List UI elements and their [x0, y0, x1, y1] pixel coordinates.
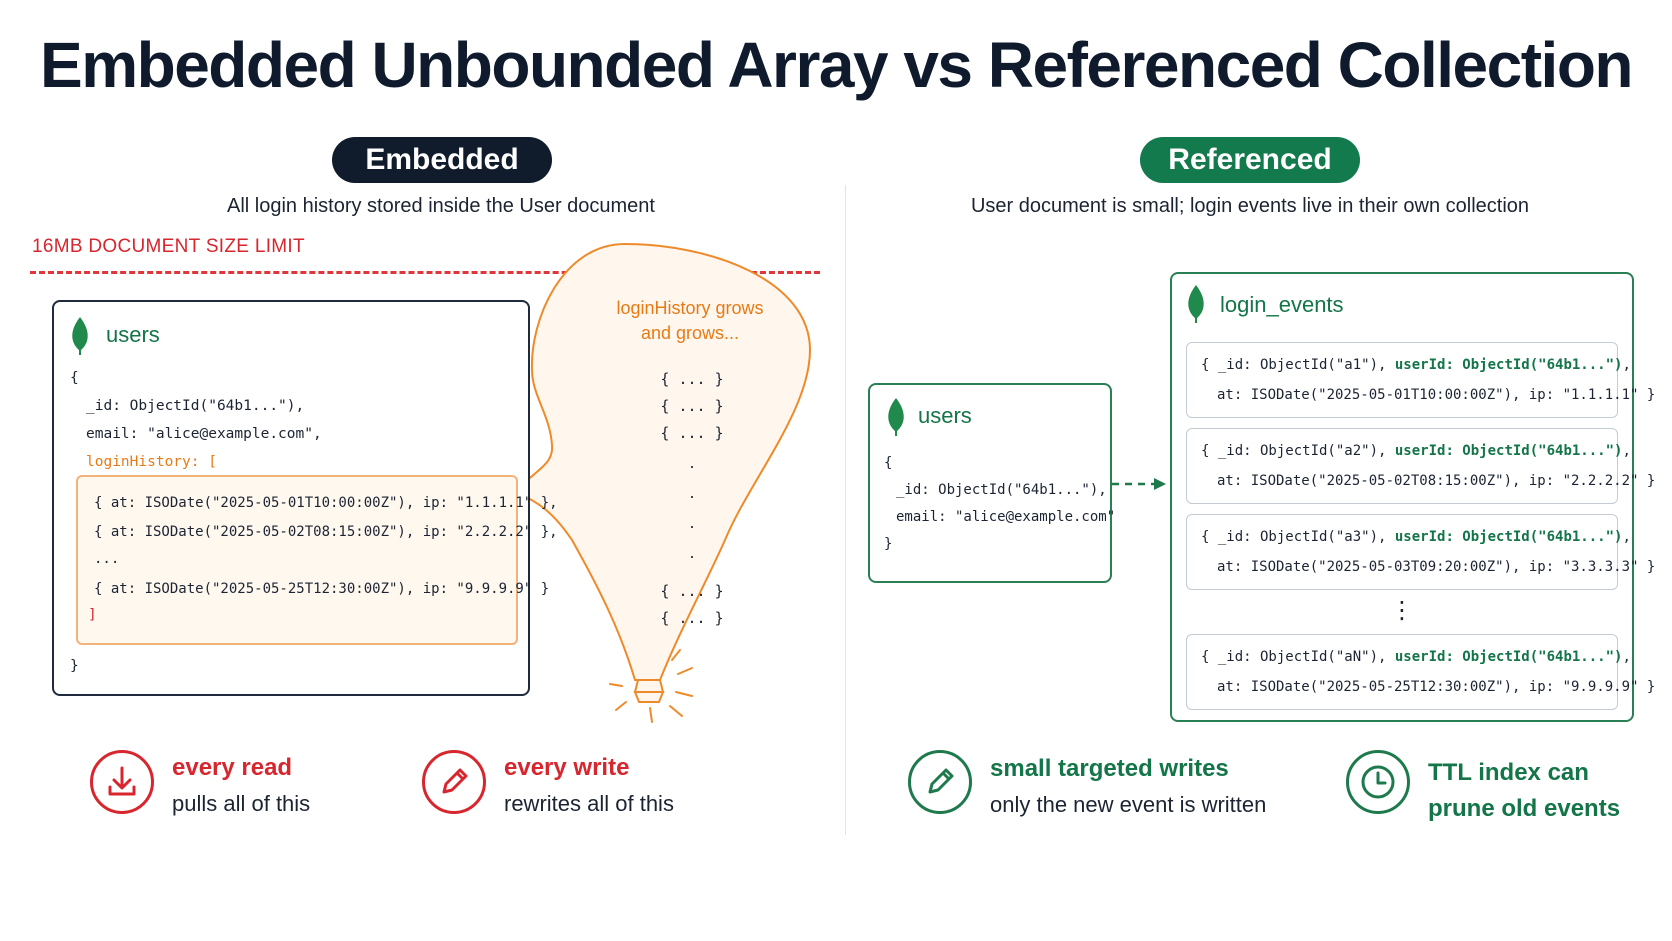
- mongodb-leaf-icon: [1188, 285, 1204, 323]
- referenced-users-panel: users { _id: ObjectId("64b1..."), email:…: [868, 383, 1116, 583]
- balloon-caption-line1: loginHistory grows: [616, 298, 764, 318]
- balloon-item: { ... }: [660, 582, 724, 600]
- array-item: { at: ISODate("2025-05-02T08:15:00Z"), i…: [94, 524, 558, 540]
- balloon-caption: loginHistory grows and grows...: [600, 296, 780, 346]
- every-read-title: every read: [172, 754, 293, 781]
- every-write-title: every write: [504, 754, 630, 781]
- pencil-icon: [422, 750, 486, 814]
- balloon-item: { ... }: [660, 609, 724, 627]
- event-line1: { _id: ObjectId("aN"), userId: ObjectId(…: [1201, 649, 1631, 665]
- login-history-array: { at: ISODate("2025-05-01T10:00:00Z"), i…: [76, 475, 558, 645]
- collection-name: users: [918, 403, 972, 428]
- burst-lines: [609, 649, 693, 723]
- login-events-panel: login_events { _id: ObjectId("a1"), user…: [1170, 272, 1655, 722]
- balloon-dot: .: [689, 542, 695, 562]
- balloon-item: { ... }: [660, 370, 724, 388]
- doc-id-field: _id: ObjectId("64b1..."),: [86, 398, 305, 414]
- array-item: { at: ISODate("2025-05-25T12:30:00Z"), i…: [94, 581, 550, 597]
- event-line2: at: ISODate("2025-05-01T10:00:00Z"), ip:…: [1217, 387, 1656, 403]
- balloon-knot: [633, 679, 665, 693]
- download-icon: [90, 750, 154, 814]
- center-divider: [845, 185, 846, 835]
- small-writes-title: small targeted writes: [990, 755, 1229, 782]
- doc-open-brace: {: [884, 455, 893, 471]
- collection-name: login_events: [1220, 292, 1344, 317]
- event-line1: { _id: ObjectId("a2"), userId: ObjectId(…: [1201, 443, 1631, 459]
- event-line1: { _id: ObjectId("a1"), userId: ObjectId(…: [1201, 357, 1631, 373]
- event-card: { _id: ObjectId("aN"), userId: ObjectId(…: [1186, 634, 1655, 710]
- size-limit-label: 16MB DOCUMENT SIZE LIMIT: [32, 236, 305, 257]
- balloon-dot: .: [689, 452, 695, 472]
- page-title: Embedded Unbounded Array vs Referenced C…: [40, 29, 1634, 101]
- ttl-index-title: TTL index can prune old events: [1428, 755, 1620, 827]
- balloon-dot: .: [689, 512, 695, 532]
- doc-email-field: email: "alice@example.com": [896, 509, 1116, 525]
- mongodb-leaf-icon: [72, 317, 88, 355]
- ttl-title-line2: prune old events: [1428, 795, 1621, 822]
- event-card: { _id: ObjectId("a3"), userId: ObjectId(…: [1186, 514, 1655, 590]
- embedded-pill: Embedded: [332, 137, 552, 183]
- array-item: { at: ISODate("2025-05-01T10:00:00Z"), i…: [94, 495, 558, 511]
- ttl-title-line1: TTL index can: [1428, 759, 1589, 786]
- pencil-icon: [908, 750, 972, 814]
- balloon-graphic: [513, 242, 812, 723]
- referenced-subtitle: User document is small; login events liv…: [970, 195, 1530, 217]
- event-line2: at: ISODate("2025-05-02T08:15:00Z"), ip:…: [1217, 473, 1656, 489]
- balloon-item: { ... }: [660, 397, 724, 415]
- doc-close-brace: }: [70, 658, 79, 674]
- balloon-knot-base: [633, 691, 665, 703]
- event-line2: at: ISODate("2025-05-25T12:30:00Z"), ip:…: [1217, 679, 1656, 695]
- collection-name: users: [106, 322, 160, 347]
- mongodb-leaf-icon: [888, 398, 904, 436]
- embedded-subtitle: All login history stored inside the User…: [227, 195, 655, 217]
- login-history-key: loginHistory: [: [86, 454, 217, 470]
- doc-email-field: email: "alice@example.com",: [86, 426, 322, 442]
- balloon-item: { ... }: [660, 424, 724, 442]
- balloon-caption-line2: and grows...: [640, 323, 740, 343]
- reference-arrow: [1112, 478, 1166, 490]
- event-card: { _id: ObjectId("a2"), userId: ObjectId(…: [1186, 428, 1655, 504]
- every-read-text: pulls all of this: [172, 791, 311, 816]
- event-line2: at: ISODate("2025-05-03T09:20:00Z"), ip:…: [1217, 559, 1656, 575]
- balloon-shape: [513, 242, 812, 681]
- event-line1: { _id: ObjectId("a3"), userId: ObjectId(…: [1201, 529, 1631, 545]
- array-item: ...: [94, 551, 120, 567]
- every-write-text: rewrites all of this: [504, 791, 674, 816]
- doc-id-field: _id: ObjectId("64b1..."),: [896, 482, 1107, 498]
- size-limit-line: [30, 271, 820, 274]
- more-events-ellipsis: ⋮: [1390, 597, 1414, 624]
- small-writes-text: only the new event is written: [990, 792, 1267, 817]
- referenced-pill: Referenced: [1140, 137, 1360, 183]
- clock-icon: [1346, 750, 1410, 814]
- array-close-bracket: ]: [88, 607, 97, 623]
- doc-close-brace: }: [884, 536, 893, 552]
- balloon-dot: .: [689, 482, 695, 502]
- event-card: { _id: ObjectId("a1"), userId: ObjectId(…: [1186, 342, 1655, 418]
- doc-open-brace: {: [70, 370, 79, 386]
